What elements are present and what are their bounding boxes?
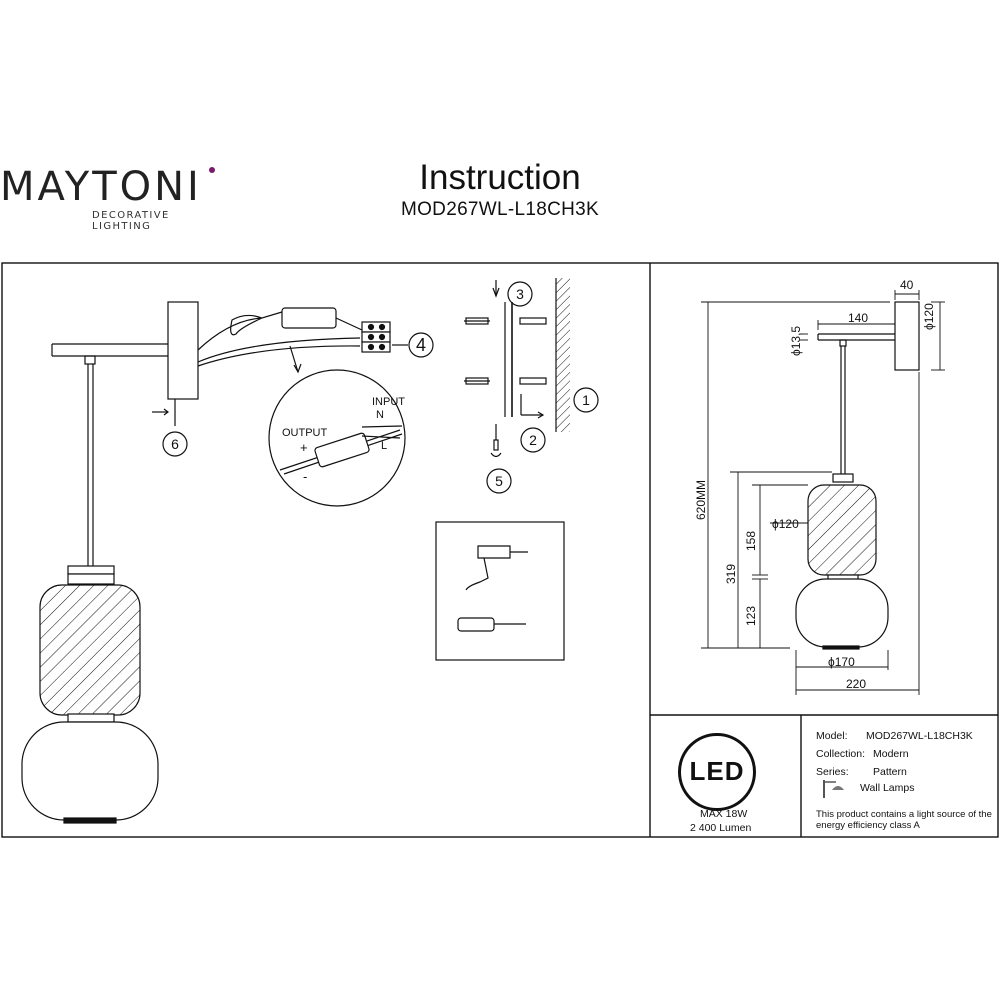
input-n: N xyxy=(376,409,384,421)
spec-model-label: Model: xyxy=(816,730,848,742)
dim-40: 40 xyxy=(900,278,914,292)
dim-158: 158 xyxy=(744,530,758,551)
energy-note-line-2: energy efficiency class A xyxy=(816,820,920,831)
spec-type-value: Wall Lamps xyxy=(860,782,915,794)
callout-1: 1 xyxy=(582,392,590,408)
dim-319: 319 xyxy=(724,563,738,584)
output-plus: + xyxy=(300,440,308,455)
callout-3: 3 xyxy=(516,286,524,302)
callout-2: 2 xyxy=(529,432,537,448)
brand-logo: MAYTONI DECORATIVE LIGHTING xyxy=(0,164,230,232)
dim-rod-diameter: ϕ13,5 xyxy=(789,325,803,356)
dimension-lines xyxy=(701,290,945,695)
callout-6: 6 xyxy=(171,436,179,452)
spec-series-value: Pattern xyxy=(873,766,907,778)
model-code: MOD267WL-L18CH3K xyxy=(400,199,600,220)
dim-140: 140 xyxy=(848,311,869,325)
dim-123: 123 xyxy=(744,605,758,626)
wall-lamp-icon xyxy=(823,780,844,798)
dim-total-height: 620MM xyxy=(694,479,708,520)
lamp-front-view xyxy=(21,301,408,824)
terminal-block-icon xyxy=(361,321,391,353)
output-label: OUTPUT xyxy=(282,427,328,439)
led-icon: LED xyxy=(678,733,756,811)
output-minus: - xyxy=(303,469,308,484)
dim-globe-diameter: ϕ170 xyxy=(828,655,855,669)
led-lumen: 2 400 Lumen xyxy=(690,822,752,834)
spec-collection-value: Modern xyxy=(873,748,909,760)
lamp-side-view xyxy=(795,301,920,650)
callout-5: 5 xyxy=(495,473,503,489)
input-l: L xyxy=(381,440,388,452)
dim-canopy-diameter: ϕ120 xyxy=(922,303,936,330)
led-power: MAX 18W xyxy=(700,808,748,820)
brand-name: MAYTONI xyxy=(0,164,202,210)
mounting-hardware xyxy=(464,278,570,458)
wiring-detail xyxy=(268,345,406,507)
input-label: INPUT xyxy=(372,396,405,408)
required-tools xyxy=(435,521,565,661)
frame xyxy=(1,262,999,838)
callouts xyxy=(162,281,599,494)
callout-4: 4 xyxy=(415,335,426,355)
brand-tagline: DECORATIVE LIGHTING xyxy=(92,210,170,232)
spec-series-label: Series: xyxy=(816,766,849,778)
dim-shade-diameter: ϕ120 xyxy=(772,517,799,531)
spec-model-value: MOD267WL-L18CH3K xyxy=(866,730,973,742)
page-title: Instruction xyxy=(419,158,581,197)
brand-logo-dot xyxy=(209,167,215,173)
energy-note-line-1: This product contains a light source of … xyxy=(816,809,992,820)
spec-collection-label: Collection: xyxy=(816,748,866,760)
dim-220: 220 xyxy=(846,677,867,691)
